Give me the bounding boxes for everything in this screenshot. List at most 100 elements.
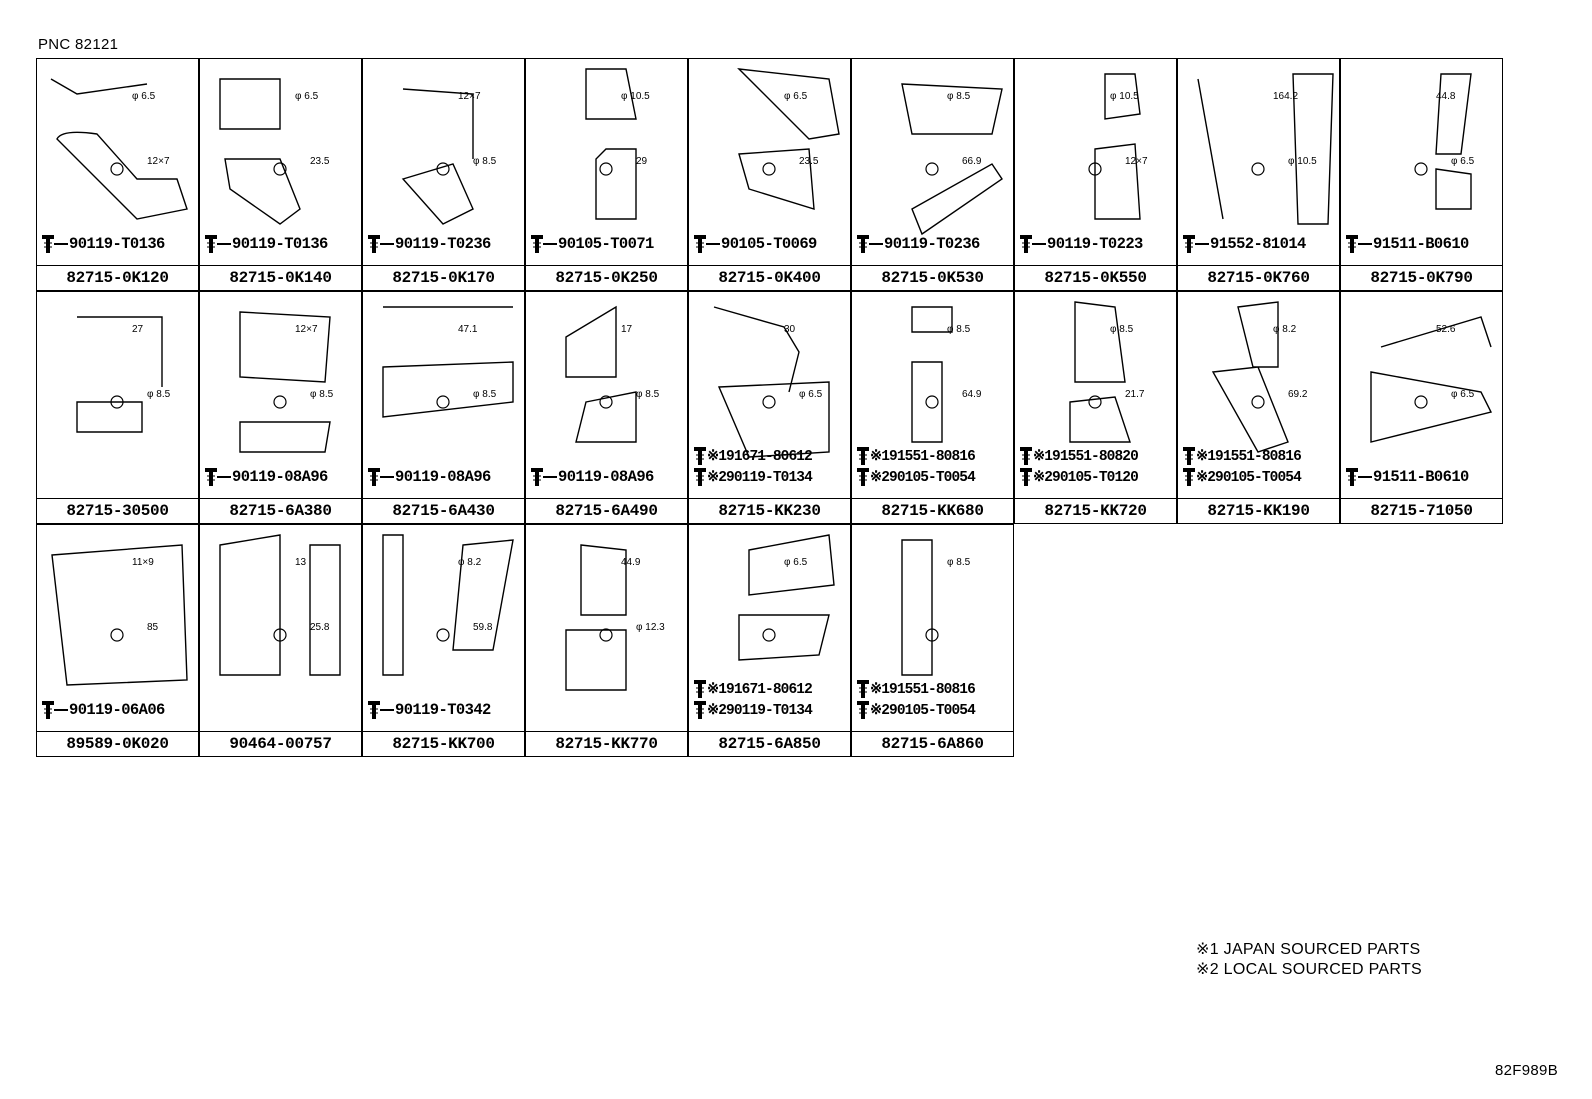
- part-number[interactable]: 82715-0K120: [37, 265, 198, 290]
- bolt-icon: [367, 700, 381, 720]
- part-drawing: 11×985: [51, 544, 188, 686]
- dimension-label: 12×7: [1125, 156, 1148, 167]
- dimension-label: φ 8.5: [947, 557, 971, 568]
- dimension-label: 164.2: [1273, 91, 1298, 102]
- bolt-callout[interactable]: ※191671-80612: [693, 679, 813, 699]
- mounting-hole: [273, 628, 287, 642]
- bolt-callout[interactable]: ※290105-T0054: [1182, 467, 1302, 487]
- bolt-part-number: ※191671-80612: [707, 448, 813, 465]
- part-number[interactable]: 82715-6A850: [689, 731, 850, 756]
- mounting-hole: [436, 162, 450, 176]
- bolt-callout[interactable]: 90119-T0136: [204, 234, 328, 254]
- part-number[interactable]: 89589-0K020: [37, 731, 198, 756]
- part-number[interactable]: 82715-0K550: [1015, 265, 1176, 290]
- bolt-callout[interactable]: ※191551-80816: [856, 679, 976, 699]
- bolt-part-number: 90119-08A96: [232, 468, 328, 486]
- part-number[interactable]: 82715-6A430: [363, 498, 524, 523]
- bolt-callout[interactable]: ※290105-T0120: [1019, 467, 1139, 487]
- part-number[interactable]: 82715-KK680: [852, 498, 1013, 523]
- bolt-callout[interactable]: ※191551-80820: [1019, 446, 1139, 466]
- bolt-part-number: 90105-T0071: [558, 235, 654, 253]
- bolt-part-number: ※290119-T0134: [707, 702, 813, 719]
- part-number[interactable]: 82715-0K530: [852, 265, 1013, 290]
- part-cell[interactable]: φ 8.5 ※191551-80816※290105-T0054 82715-6A8…: [851, 524, 1014, 757]
- bolt-callout[interactable]: ※191551-80816: [1182, 446, 1302, 466]
- part-drawing: φ 8.564.9: [911, 306, 982, 443]
- bolt-callout[interactable]: 90119-T0236: [367, 234, 491, 254]
- part-number[interactable]: 82715-6A490: [526, 498, 687, 523]
- part-number[interactable]: 82715-6A380: [200, 498, 361, 523]
- mounting-hole: [925, 628, 939, 642]
- part-number[interactable]: 82715-KK190: [1178, 498, 1339, 523]
- part-number[interactable]: 82715-KK700: [363, 731, 524, 756]
- bolt-callout[interactable]: 90119-08A96: [530, 467, 654, 487]
- bolt-icon: [1019, 234, 1033, 254]
- bolt-callout[interactable]: 91511-B0610: [1345, 467, 1469, 487]
- mounting-hole: [599, 628, 613, 642]
- bolt-callout[interactable]: 90105-T0069: [693, 234, 817, 254]
- part-number[interactable]: 82715-0K250: [526, 265, 687, 290]
- bolt-callout[interactable]: ※290119-T0134: [693, 700, 813, 720]
- part-number[interactable]: 82715-0K760: [1178, 265, 1339, 290]
- bolt-callout[interactable]: 91511-B0610: [1345, 234, 1469, 254]
- bolt-callout[interactable]: 90119-T0236: [856, 234, 980, 254]
- bolt-callout[interactable]: 90105-T0071: [530, 234, 654, 254]
- bolt-callout[interactable]: ※290119-T0134: [693, 467, 813, 487]
- part-number[interactable]: 82715-0K140: [200, 265, 361, 290]
- dimension-label: 11×9: [132, 557, 154, 568]
- bolt-icon: [367, 234, 381, 254]
- part-number[interactable]: 82715-KK720: [1015, 498, 1176, 523]
- bolt-callout[interactable]: ※290105-T0054: [856, 467, 976, 487]
- bolt-callout[interactable]: ※290105-T0054: [856, 700, 976, 720]
- part-drawing: 44.8φ 6.5: [1414, 73, 1475, 210]
- part-number[interactable]: 82715-0K790: [1341, 265, 1502, 290]
- illustration-code: 82F989B: [1495, 1062, 1558, 1079]
- part-number[interactable]: 82715-0K400: [689, 265, 850, 290]
- part-number[interactable]: 82715-71050: [1341, 498, 1502, 523]
- bolt-callout[interactable]: ※191551-80816: [856, 446, 976, 466]
- bolt-callout[interactable]: 90119-T0342: [367, 700, 491, 720]
- bolt-callout[interactable]: 90119-T0136: [41, 234, 165, 254]
- mounting-hole: [1414, 395, 1428, 409]
- bolt-callout[interactable]: 90119-T0223: [1019, 234, 1143, 254]
- bolt-callout[interactable]: ※191671-80612: [693, 446, 813, 466]
- part-number[interactable]: 82715-0K170: [363, 265, 524, 290]
- part-drawing: φ 10.512×7: [1088, 73, 1148, 220]
- part-number[interactable]: 82715-KK770: [526, 731, 687, 756]
- part-number[interactable]: 90464-00757: [200, 731, 361, 756]
- bolt-callout[interactable]: 90119-08A96: [367, 467, 491, 487]
- dimension-label: 52.6: [1436, 324, 1456, 335]
- bolt-part-number: ※191551-80816: [1196, 448, 1302, 465]
- bolt-callout[interactable]: 90119-06A06: [41, 700, 165, 720]
- dimension-label: φ 6.5: [1451, 156, 1475, 167]
- part-number[interactable]: 82715-6A860: [852, 731, 1013, 756]
- part-number[interactable]: 82715-30500: [37, 498, 198, 523]
- part-number[interactable]: 82715-KK230: [689, 498, 850, 523]
- bolt-callout[interactable]: 91552-81014: [1182, 234, 1306, 254]
- dimension-label: φ 6.5: [295, 91, 319, 102]
- bolt-callout[interactable]: 90119-08A96: [204, 467, 328, 487]
